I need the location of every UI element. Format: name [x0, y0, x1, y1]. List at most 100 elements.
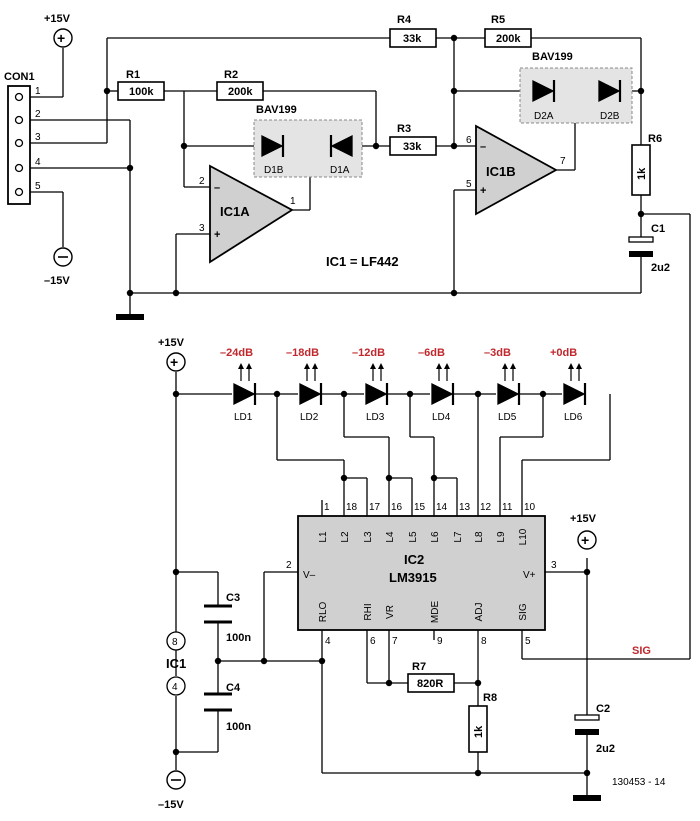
ic2-pin-label: RHI: [363, 603, 374, 620]
resistor-r6: R6 1k: [631, 133, 662, 196]
ic2-lm3915: IC2 LM3915 V– 2 V+ 3 1L118L217L316L415L5…: [286, 502, 557, 647]
plus-icon: +: [57, 30, 65, 46]
connector-con1: CON1 1 2 3 4 5: [4, 71, 41, 205]
led-level-label: –6dB: [418, 347, 445, 359]
ic2-pin-number: 18: [346, 502, 358, 513]
ic2-vplus-label: V+: [523, 570, 536, 581]
ic1-type-note: IC1 = LF442: [326, 254, 399, 269]
ic2-name: IC2: [404, 552, 424, 567]
ground-icon: [573, 795, 601, 801]
supply-pos-right-label: +15V: [570, 513, 597, 525]
opamp-a-pin-neg: 2: [199, 176, 205, 187]
ic2-pin-label: L7: [453, 531, 464, 543]
bav199-right-label: BAV199: [532, 51, 573, 63]
diode-d2b-icon: [598, 79, 621, 103]
ic2-pin-number: 16: [391, 502, 403, 513]
led-icon: [563, 382, 586, 406]
resistor-r7: R7 820R: [407, 661, 455, 693]
led-3: –12dB LD3: [352, 347, 389, 423]
diode-pair-left: BAV199 D1B D1A: [253, 104, 363, 178]
opamp-b-name: IC1B: [486, 164, 516, 179]
c3-ref: C3: [226, 592, 240, 604]
ic1-supply-label: IC1: [166, 656, 186, 671]
connector-label: CON1: [4, 71, 35, 83]
led-level-label: –12dB: [352, 347, 385, 359]
sig-net-label: SIG: [632, 645, 651, 657]
opamp-b-pin-out: 7: [560, 156, 566, 167]
c1-ref: C1: [651, 223, 665, 235]
resistor-r3: R3 33k: [389, 123, 437, 156]
opamp-a-pin-out: 1: [290, 196, 296, 207]
c4-ref: C4: [226, 682, 241, 694]
r4-ref: R4: [397, 14, 412, 26]
ic2-pin-label: MDE: [430, 601, 441, 624]
supply-pos-right: +15V +: [570, 513, 597, 550]
ic2-pin-label: L10: [518, 528, 529, 545]
ic1-supply-pins: 8 IC1 4: [166, 631, 186, 696]
led-ref-label: LD5: [498, 412, 517, 423]
bav199-left-label: BAV199: [256, 104, 297, 116]
led-icon: [365, 382, 388, 406]
ic2-pin-label: L6: [430, 531, 441, 543]
ic2-pin-number: 9: [437, 636, 443, 647]
r7-value: 820R: [417, 678, 443, 690]
opamp-a-minus-icon: –: [214, 182, 220, 194]
supply-pos-leds-label: +15V: [158, 337, 185, 349]
ic2-pin-number: 1: [324, 502, 330, 513]
con1-pin-1: 1: [35, 86, 41, 97]
opamp-a-pin-pos: 3: [199, 223, 205, 234]
ic2-pin-number: 12: [480, 502, 492, 513]
diode-d2a-icon: [532, 79, 555, 103]
led-4: –6dB LD4: [418, 347, 455, 423]
drawing-number: 130453 - 14: [612, 777, 666, 788]
ic2-pin-label: VR: [385, 605, 396, 619]
r8-ref: R8: [483, 692, 497, 704]
diode-d2b-label: D2B: [600, 111, 620, 122]
ic2-pin-number: 11: [502, 502, 513, 513]
resistor-r4: R4 33k: [389, 14, 437, 48]
led-ref-label: LD4: [432, 412, 451, 423]
r5-value: 200k: [496, 33, 521, 45]
ic1-pin-8: 8: [172, 637, 178, 648]
resistor-r2: R2 200k: [216, 69, 264, 101]
ic2-pin-label: L3: [363, 531, 374, 543]
opamp-b-minus-icon: –: [480, 141, 486, 153]
opamp-b-pin-neg: 6: [466, 135, 472, 146]
led-ref-label: LD3: [366, 412, 385, 423]
led-5: –3dB LD5: [484, 347, 521, 423]
r6-ref: R6: [648, 133, 662, 145]
con1-pin-5: 5: [35, 181, 41, 192]
diode-d2a-label: D2A: [534, 111, 554, 122]
con1-pin-3: 3: [35, 132, 41, 143]
r2-value: 200k: [228, 86, 253, 98]
supply-neg-top: –15V: [44, 247, 73, 287]
led-level-label: +0dB: [550, 347, 577, 359]
led-icon: [233, 382, 256, 406]
opamp-triangle-icon: [209, 164, 294, 264]
opamp-triangle-icon: [475, 124, 558, 216]
ic2-pin-number: 15: [414, 502, 426, 513]
led-level-label: –3dB: [484, 347, 511, 359]
r1-ref: R1: [126, 69, 140, 81]
r3-value: 33k: [403, 141, 422, 153]
opamp-b-pin-pos: 5: [466, 179, 472, 190]
resistor-r1: R1 100k: [117, 69, 165, 101]
ic2-pin-2: 2: [286, 560, 292, 571]
r7-ref: R7: [412, 661, 426, 673]
ic2-pin-label: L5: [408, 531, 419, 543]
ic2-pin-number: 10: [524, 502, 536, 513]
opamp-a-name: IC1A: [220, 204, 250, 219]
ic2-pin-number: 5: [525, 636, 531, 647]
opamp-b-plus-icon: +: [480, 185, 486, 197]
ic2-pin-number: 7: [392, 636, 398, 647]
resistor-r5: R5 200k: [484, 14, 532, 48]
r5-ref: R5: [491, 14, 505, 26]
ground-icon: [116, 314, 144, 320]
ground-bottom: [573, 795, 601, 801]
ic2-pin-number: 14: [436, 502, 448, 513]
led-ref-label: LD2: [300, 412, 319, 423]
ground-top: [116, 314, 144, 320]
led-icon: [431, 382, 454, 406]
